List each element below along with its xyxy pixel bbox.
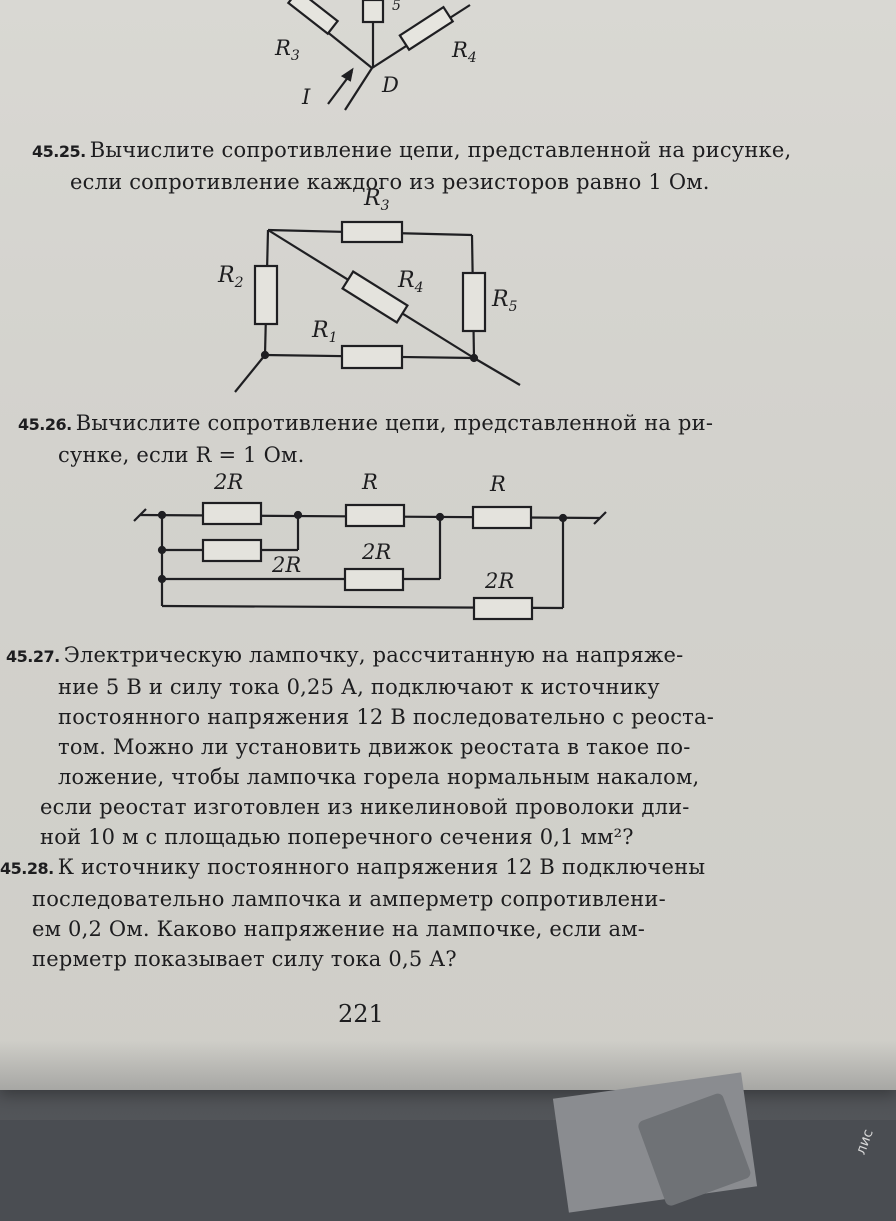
problem-45-28-line-2: последовательно лампочка и амперметр соп… bbox=[32, 887, 666, 911]
page-number: 221 bbox=[338, 1000, 384, 1028]
c2-resistor-r-mid bbox=[344, 503, 406, 528]
problem-45-28: 45.28.К источнику постоянного напряжения… bbox=[0, 852, 705, 974]
problem-45-27-line-4: том. Можно ли установить движок реостата… bbox=[58, 735, 691, 759]
c1-label-r4: R4 bbox=[397, 268, 424, 296]
c1-node-right bbox=[469, 353, 479, 363]
top-label-current: I bbox=[301, 85, 311, 109]
c2-node-1 bbox=[157, 510, 167, 520]
circuit-45-25 bbox=[234, 220, 521, 393]
c1-lead-right bbox=[473, 357, 521, 386]
c1-label-r1: R1 bbox=[311, 318, 338, 346]
c2-label-2r-row2: 2R bbox=[271, 553, 301, 577]
c1-resistor-r4 bbox=[341, 270, 409, 324]
c1-resistor-r1 bbox=[340, 344, 404, 370]
problem-number: 45.28. bbox=[0, 859, 54, 878]
c2-resistor-2r-top bbox=[201, 501, 263, 526]
c2-label-r-right: R bbox=[489, 472, 506, 496]
problem-45-27-line-3: постоянного напряжения 12 В последовател… bbox=[58, 705, 715, 729]
problem-45-27-line-1: 45.27.Электрическую лампочку, рассчитанн… bbox=[6, 643, 684, 667]
c1-resistor-r2 bbox=[253, 264, 279, 326]
problem-45-27-line-2: ние 5 В и силу тока 0,25 А, подключают к… bbox=[58, 675, 660, 699]
page-bottom-shadow bbox=[0, 1040, 896, 1120]
c1-lead-left bbox=[234, 354, 266, 393]
problem-number: 45.27. bbox=[6, 647, 60, 666]
problem-45-25: 45.25.Вычислите сопротивление цепи, пред… bbox=[32, 135, 791, 197]
c2-label-2r-row3: 2R bbox=[361, 540, 391, 564]
current-arrow-head bbox=[340, 67, 354, 82]
book-page bbox=[0, 0, 896, 1090]
top-figure bbox=[286, 0, 471, 111]
c2-node-3 bbox=[157, 574, 167, 584]
c1-node-left bbox=[260, 350, 270, 360]
problem-number: 45.26. bbox=[18, 415, 72, 434]
c2-node-6 bbox=[558, 513, 568, 523]
c1-label-r2: R2 bbox=[217, 263, 244, 291]
problem-45-27-line-6: если реостат изготовлен из никелиновой п… bbox=[40, 795, 690, 819]
top-wire-down bbox=[344, 67, 373, 111]
top-label-node: D bbox=[381, 73, 399, 97]
problem-45-27: 45.27.Электрическую лампочку, рассчитанн… bbox=[6, 640, 714, 852]
c2-resistor-2r-row3 bbox=[343, 567, 405, 592]
problem-45-26-line-1: 45.26.Вычислите сопротивление цепи, пред… bbox=[18, 411, 714, 435]
top-resistor-r3 bbox=[286, 0, 340, 36]
c2-label-2r-row4: 2R bbox=[484, 569, 514, 593]
top-resistor-r4 bbox=[398, 5, 455, 52]
problem-45-28-line-1: 45.28.К источнику постоянного напряжения… bbox=[0, 855, 706, 879]
c2-terminal-right bbox=[593, 511, 607, 525]
c2-label-r-mid: R bbox=[361, 470, 378, 494]
c1-label-r3: R3 bbox=[363, 186, 390, 214]
c2-node-2 bbox=[157, 545, 167, 555]
problem-number: 45.25. bbox=[32, 142, 86, 161]
problem-45-26: 45.26.Вычислите сопротивление цепи, пред… bbox=[18, 408, 713, 470]
top-label-r5-sub: 5 bbox=[392, 0, 401, 14]
c1-label-r5: R5 bbox=[491, 287, 518, 315]
c2-node-5 bbox=[435, 512, 445, 522]
top-resistor-r5 bbox=[361, 0, 385, 24]
c2-resistor-2r-row4 bbox=[472, 596, 534, 621]
problem-45-26-line-2: сунке, если R = 1 Ом. bbox=[58, 443, 305, 467]
problem-45-27-line-7: ной 10 м с площадью поперечного сечения … bbox=[40, 825, 634, 849]
c2-resistor-r-right bbox=[471, 505, 533, 530]
c2-resistor-2r-row2 bbox=[201, 538, 263, 563]
problem-45-25-line-2: если сопротивление каждого из резисторов… bbox=[70, 170, 710, 194]
problem-45-28-line-3: ем 0,2 Ом. Каково напряжение на лампочке… bbox=[32, 917, 646, 941]
top-label-r4: R4 bbox=[451, 38, 477, 66]
c2-label-2r-top: 2R bbox=[213, 470, 243, 494]
c1-resistor-r5 bbox=[461, 271, 487, 333]
problem-45-27-line-5: ложение, чтобы лампочка горела нормальны… bbox=[58, 765, 700, 789]
c1-resistor-r3 bbox=[340, 220, 404, 244]
top-label-r3: R3 bbox=[274, 36, 300, 64]
problem-45-28-line-4: перметр показывает силу тока 0,5 А? bbox=[32, 947, 457, 971]
c2-terminal-left bbox=[133, 508, 147, 522]
circuit-45-26 bbox=[133, 501, 607, 621]
c2-node-4 bbox=[293, 510, 303, 520]
problem-45-25-line-1: 45.25.Вычислите сопротивление цепи, пред… bbox=[32, 138, 792, 162]
